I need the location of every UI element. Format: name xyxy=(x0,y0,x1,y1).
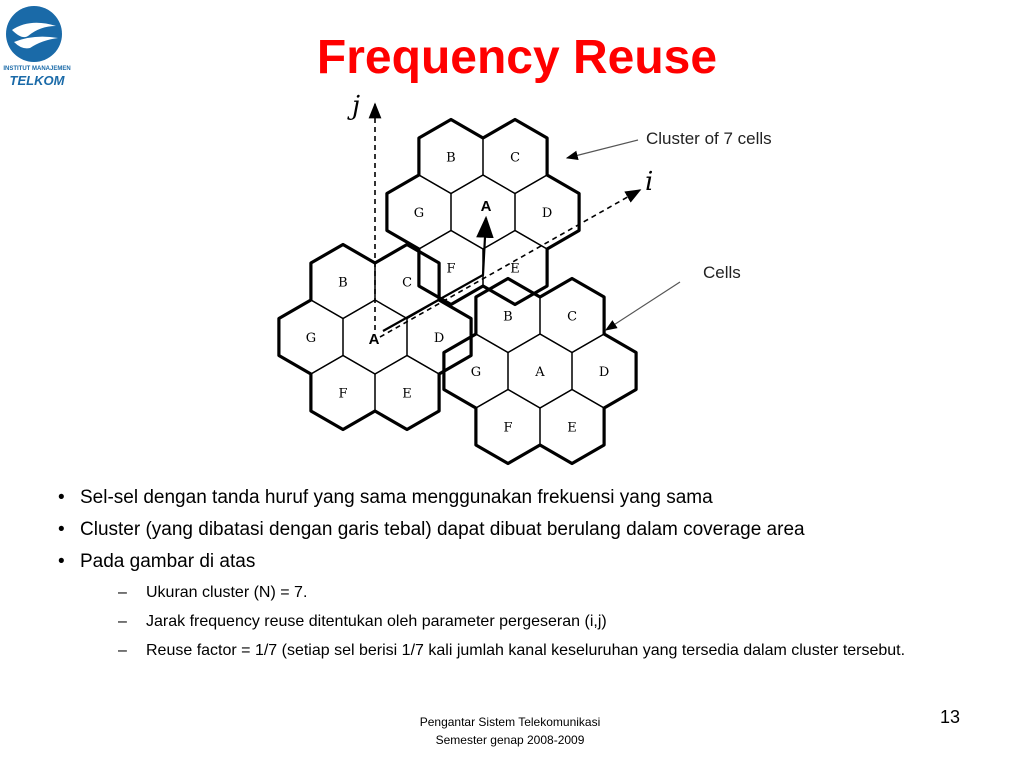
cluster-outline xyxy=(442,276,638,466)
cluster-annotation: Cluster of 7 cells xyxy=(646,129,772,148)
bullet-text: Sel-sel dengan tanda huruf yang sama men… xyxy=(80,487,713,508)
cell-label: B xyxy=(446,151,456,166)
sub-bullet-text: Reuse factor = 1/7 (setiap sel berisi 1/… xyxy=(146,642,906,659)
bullet-item: • Cluster (yang dibatasi dengan garis te… xyxy=(58,518,978,542)
cell-label: E xyxy=(510,262,520,277)
cell-label: B xyxy=(503,310,513,325)
cell-label: C xyxy=(510,151,520,166)
cell-label: G xyxy=(306,331,316,346)
institute-logo: INSTITUT MANAJEMEN TELKOM xyxy=(0,0,72,92)
dash-symbol: – xyxy=(118,642,127,659)
dash-symbol: – xyxy=(118,613,127,630)
bullet-symbol: • xyxy=(58,519,65,540)
cluster-borders xyxy=(277,117,638,466)
footer: Pengantar Sistem Telekomunikasi Semester… xyxy=(360,713,660,749)
cell-label: D xyxy=(599,365,609,380)
cell-label: G xyxy=(414,206,424,221)
sub-bullet-item: – Reuse factor = 1/7 (setiap sel berisi … xyxy=(118,640,978,661)
cell-label: C xyxy=(402,276,412,291)
bullet-text: Pada gambar di atas xyxy=(80,551,256,572)
cells-pointer xyxy=(604,281,681,331)
bullet-item: • Pada gambar di atas xyxy=(58,550,978,574)
cluster-outline xyxy=(385,117,581,307)
sub-bullet-item: – Ukuran cluster (N) = 7. xyxy=(118,582,978,603)
i-axis-line xyxy=(379,189,642,338)
footer-line-semester: Semester genap 2008-2009 xyxy=(435,733,585,747)
cell-label: F xyxy=(503,421,512,436)
dash-symbol: – xyxy=(118,584,127,601)
slide-title: Frequency Reuse xyxy=(316,31,718,84)
cell-label: B xyxy=(338,276,348,291)
bullet-text: Cluster (yang dibatasi dengan garis teba… xyxy=(80,519,805,540)
bullet-symbol: • xyxy=(58,551,65,572)
cell-label: G xyxy=(471,365,481,380)
hex-cells: B C D E F G B C D E F G A B C D E F G xyxy=(278,118,637,465)
cluster-outline xyxy=(277,242,473,432)
cell-label: D xyxy=(542,206,552,221)
marker-a-top: A xyxy=(481,198,492,215)
cell-label: E xyxy=(567,421,577,436)
cell-label: A xyxy=(534,365,545,380)
i-axis-label: i xyxy=(645,167,653,197)
logo-emblem-icon xyxy=(6,6,62,62)
bullet-symbol: • xyxy=(58,487,65,508)
logo-text-institute: INSTITUT MANAJEMEN xyxy=(3,66,71,72)
cluster-pointer xyxy=(565,139,639,160)
cell-label: F xyxy=(338,387,347,402)
marker-a-left: A xyxy=(369,331,380,348)
cell-label: F xyxy=(446,262,455,277)
page-number: 13 xyxy=(939,707,961,727)
sub-bullet-text: Ukuran cluster (N) = 7. xyxy=(146,584,308,601)
footer-line-course: Pengantar Sistem Telekomunikasi xyxy=(419,715,601,729)
hexagon-cluster-diagram: B C D E F G B C D E F G A B C D E F G j i A A Cluster of 7… xyxy=(277,91,772,466)
cell-label: E xyxy=(402,387,412,402)
cells-annotation: Cells xyxy=(703,263,741,282)
cell-label: D xyxy=(434,331,444,346)
cell-label: C xyxy=(567,310,577,325)
sub-bullet-text: Jarak frequency reuse ditentukan oleh pa… xyxy=(146,613,607,630)
bullet-list: • Sel-sel dengan tanda huruf yang sama m… xyxy=(58,486,978,669)
sub-bullet-item: – Jarak frequency reuse ditentukan oleh … xyxy=(118,611,978,632)
j-axis-label: j xyxy=(347,91,360,121)
bullet-item: • Sel-sel dengan tanda huruf yang sama m… xyxy=(58,486,978,510)
reuse-distance-path xyxy=(382,215,494,332)
logo-text-telkom: TELKOM xyxy=(9,73,65,88)
